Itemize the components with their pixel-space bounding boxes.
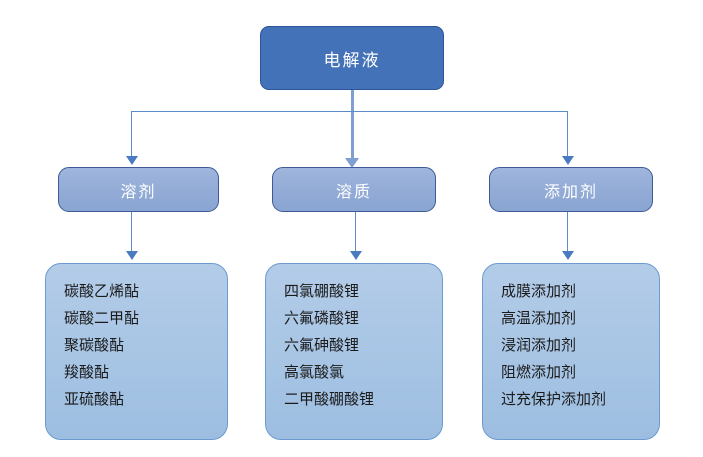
connector-root-to-additive <box>567 111 568 160</box>
list-item: 聚碳酸酟 <box>64 337 125 354</box>
connector-solvent-to-list <box>131 212 132 254</box>
arrowhead-solvent-to-list <box>126 251 138 260</box>
category-node-solute[interactable]: 溶质 <box>272 167 436 212</box>
list-panel-solvent[interactable]: 碳酸乙烯酟 碳酸二甲酟 聚碳酸酟 羧酸酟 亚硫酸酟 <box>45 263 228 440</box>
connector-solute-to-list <box>355 212 356 254</box>
list-item: 阻燃添加剂 <box>501 364 577 381</box>
root-node-label: 电解液 <box>323 50 381 70</box>
category-label-solvent: 溶剂 <box>120 183 157 201</box>
list-item: 成膜添加剂 <box>501 283 577 300</box>
list-item: 过充保护添加剂 <box>501 391 607 408</box>
connector-bus-horizontal <box>131 111 568 112</box>
list-item: 亚硫酸酟 <box>64 391 125 408</box>
list-item: 二甲酸硼酸锂 <box>284 391 375 408</box>
arrowhead-root-to-additive <box>562 156 574 165</box>
list-item: 六氟磷酸锂 <box>284 310 360 327</box>
list-item: 高氯酸氯 <box>284 364 345 381</box>
category-label-additive: 添加剂 <box>543 183 598 201</box>
list-solvent: 碳酸乙烯酟 碳酸二甲酟 聚碳酸酟 羧酸酟 亚硫酸酟 <box>46 278 227 413</box>
list-item: 碳酸二甲酟 <box>64 310 140 327</box>
list-panel-solute[interactable]: 四氯硼酸锂 六氟磷酸锂 六氟砷酸锂 高氯酸氯 二甲酸硼酸锂 <box>265 263 443 440</box>
list-item: 高温添加剂 <box>501 310 577 327</box>
arrowhead-solute-to-list <box>350 251 362 260</box>
list-item: 六氟砷酸锂 <box>284 337 360 354</box>
connector-root-to-solvent <box>131 111 132 160</box>
arrowhead-additive-to-list <box>562 251 574 260</box>
root-node-electrolyte[interactable]: 电解液 <box>260 26 444 90</box>
list-item: 浸润添加剂 <box>501 337 577 354</box>
connector-root-to-solute <box>351 90 354 162</box>
list-item: 羧酸酟 <box>64 364 110 381</box>
arrowhead-root-to-solvent <box>126 156 138 165</box>
category-node-solvent[interactable]: 溶剂 <box>58 167 219 212</box>
list-item: 四氯硼酸锂 <box>284 283 360 300</box>
arrowhead-root-to-solute <box>345 158 359 168</box>
list-item: 碳酸乙烯酟 <box>64 283 140 300</box>
category-label-solute: 溶质 <box>335 183 372 201</box>
list-additive: 成膜添加剂 高温添加剂 浸润添加剂 阻燃添加剂 过充保护添加剂 <box>483 278 659 413</box>
list-solute: 四氯硼酸锂 六氟磷酸锂 六氟砷酸锂 高氯酸氯 二甲酸硼酸锂 <box>266 278 442 413</box>
category-node-additive[interactable]: 添加剂 <box>489 167 653 212</box>
list-panel-additive[interactable]: 成膜添加剂 高温添加剂 浸润添加剂 阻燃添加剂 过充保护添加剂 <box>482 263 660 440</box>
connector-additive-to-list <box>567 212 568 254</box>
